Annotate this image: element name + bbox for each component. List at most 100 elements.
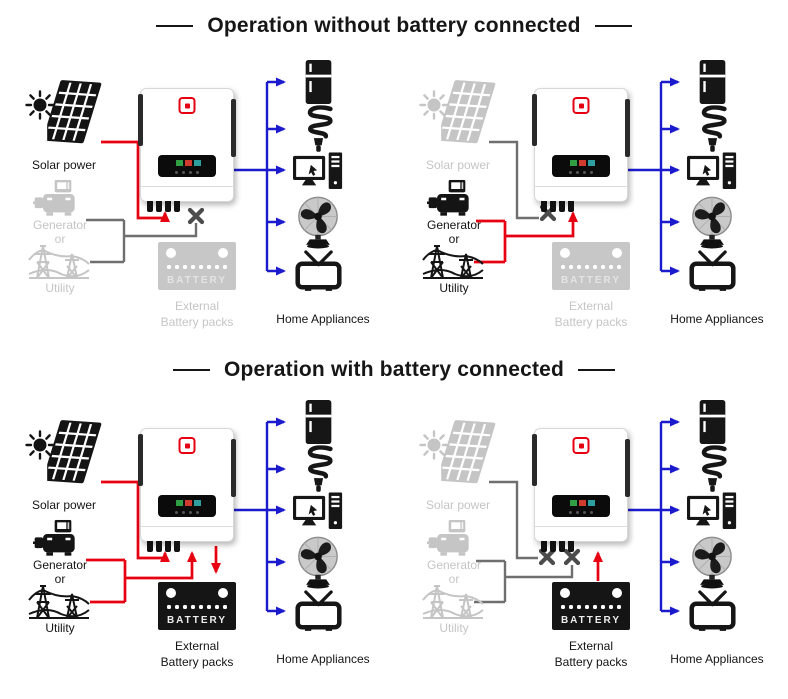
- solar-power-label: Solar power: [31, 158, 97, 172]
- wiring-q3: [86, 417, 286, 616]
- inverter-logo-icon: [178, 97, 196, 114]
- output-bus: [233, 77, 286, 276]
- battery-terminal: [166, 248, 176, 258]
- desktop-computer-icon: [293, 150, 343, 194]
- or-label: or: [448, 572, 460, 587]
- refrigerator-icon: [687, 400, 737, 444]
- battery-terminal: [166, 588, 176, 598]
- generator-label: Generator or: [406, 558, 502, 587]
- solar-wire: [101, 140, 170, 222]
- generator-icon: [427, 179, 477, 219]
- generator-label: Generator or: [12, 558, 108, 587]
- inverter-display: [158, 495, 216, 517]
- disconnect-x-mark: [187, 207, 205, 225]
- battery-vents: [561, 265, 621, 269]
- solar-panel-icon: [47, 418, 105, 488]
- title-dash-left: [172, 369, 210, 371]
- heatsink-fin: [532, 434, 537, 486]
- inverter-display: [552, 155, 610, 177]
- cfl-bulb-icon: [687, 445, 737, 493]
- inverter-display: [552, 495, 610, 517]
- battery-vents: [167, 605, 227, 609]
- diagram-battery-charging-mode: Solar power Generator or Utility BATTERY: [0, 400, 394, 690]
- stand-fan-icon: [293, 534, 343, 590]
- grid-wire: [86, 551, 197, 604]
- utility-label: Utility: [45, 621, 75, 635]
- diagram-grid-mode: Solar power Generator or Utility BATTERY: [394, 60, 788, 350]
- wiring-q2: [474, 77, 680, 276]
- generator-icon: [33, 179, 83, 219]
- or-label: or: [448, 232, 460, 247]
- battery-label: BATTERY: [560, 615, 622, 626]
- stand-fan-icon: [293, 194, 343, 250]
- battery-terminal: [612, 248, 622, 258]
- solar-panel-icon: [441, 418, 499, 488]
- section-title-without-battery: Operation without battery connected: [0, 14, 788, 38]
- disconnect-x-mark: [538, 548, 556, 566]
- inverter-logo-icon: [572, 97, 590, 114]
- external-battery-packs-label: External Battery packs: [160, 639, 234, 670]
- inverter-terminals: [541, 201, 574, 212]
- desktop-computer-icon: [687, 150, 737, 194]
- stand-fan-icon: [687, 534, 737, 590]
- inverter-seam: [141, 186, 233, 187]
- inverter-logo-icon: [572, 437, 590, 454]
- solar-power-label: Solar power: [425, 498, 491, 512]
- inverter-terminals: [147, 541, 180, 552]
- battery-label: BATTERY: [166, 615, 228, 626]
- inverter-seam: [535, 526, 627, 527]
- utility-label: Utility: [439, 281, 469, 295]
- home-appliances-label: Home Appliances: [276, 312, 370, 326]
- battery-vents: [561, 605, 621, 609]
- diagram-battery-discharge-mode: Solar power Generator or Utility BATTERY: [394, 400, 788, 690]
- home-appliances-label: Home Appliances: [670, 652, 764, 666]
- battery-terminal: [218, 588, 228, 598]
- heatsink-fin: [532, 94, 537, 146]
- title-dash-right: [594, 25, 632, 27]
- inverter: [138, 428, 236, 552]
- diagram-solar-only-mode: Solar power Generator or Utility BATTERY: [0, 60, 394, 350]
- home-appliances-label: Home Appliances: [670, 312, 764, 326]
- section-title-text: Operation without battery connected: [207, 14, 581, 37]
- heatsink-fin: [625, 439, 630, 497]
- grid-wire: [86, 218, 198, 264]
- desktop-computer-icon: [293, 490, 343, 534]
- external-battery-packs-label: External Battery packs: [160, 299, 234, 330]
- refrigerator-icon: [293, 400, 343, 444]
- cfl-bulb-icon: [293, 445, 343, 493]
- inverter: [532, 88, 630, 212]
- generator-icon: [33, 519, 83, 559]
- tv-icon: [293, 589, 343, 633]
- tv-icon: [687, 589, 737, 633]
- tv-icon: [687, 249, 737, 293]
- battery-vents: [167, 265, 227, 269]
- utility-tower-icon: [27, 580, 91, 620]
- battery-terminal: [560, 248, 570, 258]
- title-dash-right: [578, 369, 616, 371]
- stand-fan-icon: [687, 194, 737, 250]
- inverter-terminals: [147, 201, 180, 212]
- tv-icon: [293, 249, 343, 293]
- solar-panel-icon: [441, 78, 499, 148]
- output-bus: [627, 417, 680, 616]
- utility-tower-icon: [421, 580, 485, 620]
- inverter: [532, 428, 630, 552]
- battery-pack: BATTERY: [158, 242, 236, 290]
- cfl-bulb-icon: [687, 105, 737, 153]
- utility-label: Utility: [439, 621, 469, 635]
- solar-power-label: Solar power: [425, 158, 491, 172]
- section-title-text: Operation with battery connected: [223, 358, 565, 381]
- output-bus: [233, 417, 286, 616]
- battery-pack: BATTERY: [158, 582, 236, 630]
- solar-wire: [489, 140, 539, 220]
- generator-label: Generator or: [406, 218, 502, 247]
- inverter-display: [158, 155, 216, 177]
- battery-terminal: [612, 588, 622, 598]
- battery-label: BATTERY: [166, 275, 228, 286]
- wiring-q4: [474, 417, 680, 616]
- inverter-seam: [141, 526, 233, 527]
- inverter-terminals: [541, 541, 574, 552]
- cfl-bulb-icon: [293, 105, 343, 153]
- battery-terminal: [560, 588, 570, 598]
